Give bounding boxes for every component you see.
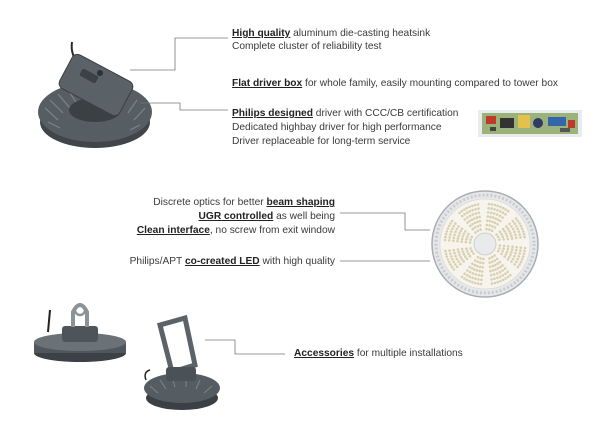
led-face-front-view [431, 190, 539, 298]
highbay-side-view [38, 41, 152, 148]
feature-driver-performance: Dedicated highbay driver for high perfor… [232, 122, 442, 133]
callout-lines [130, 37, 430, 355]
feature-reliability: Complete cluster of reliability test [232, 41, 382, 52]
feature-driver-cert: Philips designed driver with CCC/CB cert… [232, 108, 459, 119]
feature-optics: Discrete optics for better beam shaping [153, 197, 335, 208]
hook-mount-accessory [34, 303, 126, 362]
feature-heatsink: High quality aluminum die-casting heatsi… [232, 28, 431, 39]
feature-ugr: UGR controlled as well being [198, 211, 335, 222]
feature-interface: Clean interface, no screw from exit wind… [136, 225, 335, 236]
feature-accessories: Accessories for multiple installations [294, 348, 463, 359]
feature-driver-box: Flat driver box for whole family, easily… [232, 78, 558, 89]
feature-led: Philips/APT co-created LED with high qua… [129, 256, 335, 267]
feature-driver-replaceable: Driver replaceable for long-term service [232, 136, 411, 147]
bracket-mount-accessory [144, 314, 220, 410]
driver-board-image [478, 110, 582, 137]
